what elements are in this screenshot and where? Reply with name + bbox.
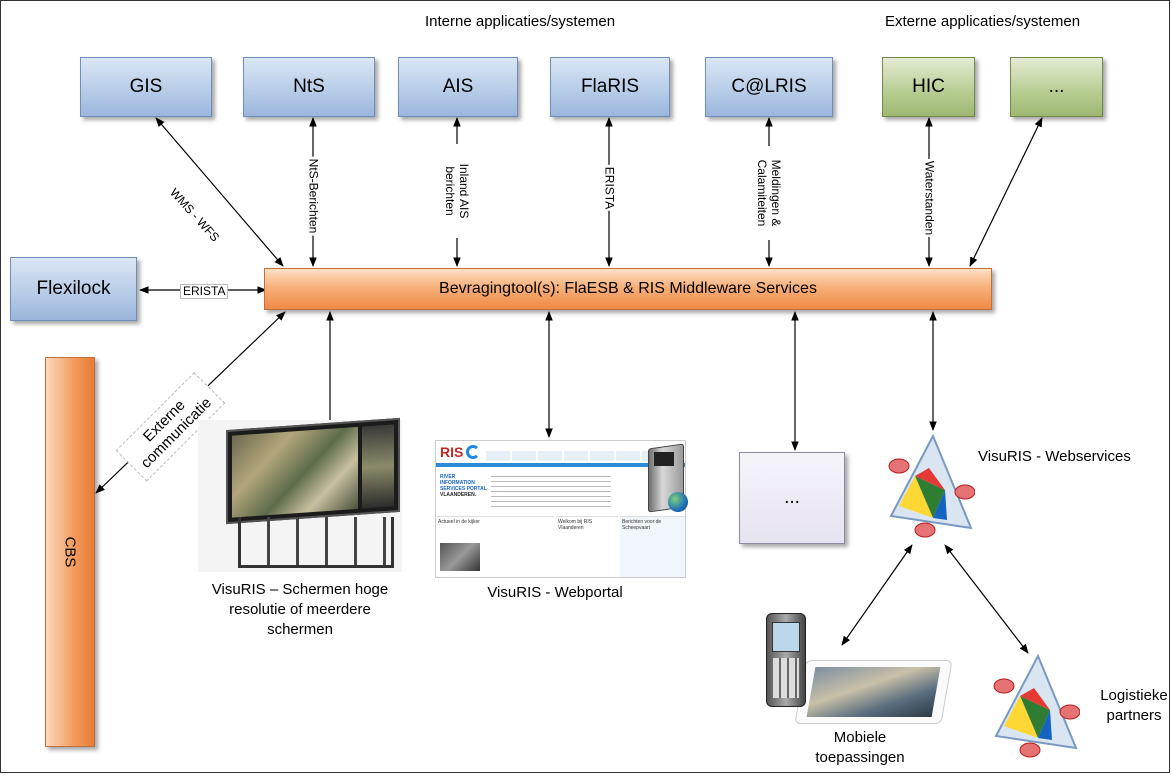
nts-box: NtS [243, 57, 375, 117]
cbs-box: CBS [45, 357, 95, 747]
webportal-screenshot: RIS RIVER INFORMATION SERVICES PORTAL VL… [435, 440, 686, 578]
video-wall-image [198, 417, 402, 572]
waterstanden-label: Waterstanden [922, 158, 937, 238]
portal-col-1: Actueel in de kijker [438, 519, 480, 525]
portal-col-2: Welkom bij RIS Vlaanderen [558, 519, 593, 531]
logistics-caption-line-1: Logistieke [1100, 687, 1168, 704]
portal-col-3: Berichten voor de Scheepvaart [622, 519, 662, 531]
calris-box: C@LRIS [705, 57, 833, 117]
other-consumer-box: ... [739, 452, 845, 544]
portal-heading-1: RIVER [440, 474, 456, 480]
logistics-icon [990, 652, 1081, 762]
nts-berichten-label: NtS-Berichten [306, 156, 321, 236]
logistics-caption: Logistieke partners [1094, 686, 1172, 726]
arrow-ext-middleware [969, 117, 1043, 267]
external-systems-header: Externe applicaties/systemen [885, 13, 1081, 30]
inland-ais-line-2: berichten [443, 166, 457, 216]
inland-ais-label: Inland AIS berichten [443, 144, 471, 238]
logistics-caption-line-2: partners [1106, 707, 1162, 724]
flaris-box: FlaRIS [550, 57, 670, 117]
middleware-bar: Bevragingtool(s): FlaESB & RIS Middlewar… [264, 268, 992, 310]
webservices-caption: VisuRIS - Webservices [978, 448, 1131, 465]
screens-caption: VisuRIS – Schermen hoge resolutie of mee… [190, 580, 410, 640]
erista-flexilock-label: ERISTA [180, 284, 229, 299]
mobile-caption-line-1: Mobiele [833, 729, 887, 746]
screens-caption-line-1: VisuRIS – Schermen hoge [211, 581, 389, 598]
ais-box: AIS [398, 57, 518, 117]
screens-caption-line-2: resolutie of meerdere [229, 601, 371, 618]
cbs-label: CBS [61, 536, 79, 568]
server-icon [640, 440, 692, 518]
mobile-caption-line-2: toepassingen [815, 749, 905, 766]
meldingen-line-1: Meldingen & [769, 159, 783, 227]
flexilock-box: Flexilock [10, 257, 137, 321]
meldingen-line-2: Calamiteiten [755, 159, 769, 227]
portal-logo: RIS [440, 444, 464, 460]
arrow-webservices-logistics [944, 544, 1029, 654]
portal-logo-icon [466, 445, 480, 459]
mobile-caption: Mobiele toepassingen [785, 728, 935, 768]
mobile-devices-image [760, 605, 953, 725]
gis-box: GIS [80, 57, 212, 117]
portal-heading-2: INFORMATION [440, 480, 475, 486]
meldingen-label: Meldingen & Calamiteiten [755, 146, 783, 240]
internal-systems-header: Interne applicaties/systemen [425, 13, 616, 30]
arrow-webservices-mobile [841, 544, 913, 646]
webportal-caption: VisuRIS - Webportal [487, 584, 623, 601]
webservices-icon [885, 432, 976, 542]
portal-heading-3: SERVICES PORTAL [440, 486, 487, 492]
screens-caption-line-3: schermen [267, 621, 333, 638]
hic-box: HIC [882, 57, 975, 117]
external-more-box: ... [1010, 57, 1103, 117]
arrow-gis-middleware [155, 117, 284, 267]
inland-ais-line-1: Inland AIS [457, 163, 471, 219]
erista-flaris-label: ERISTA [602, 164, 617, 212]
portal-heading-4: VLAANDEREN. [440, 492, 477, 498]
